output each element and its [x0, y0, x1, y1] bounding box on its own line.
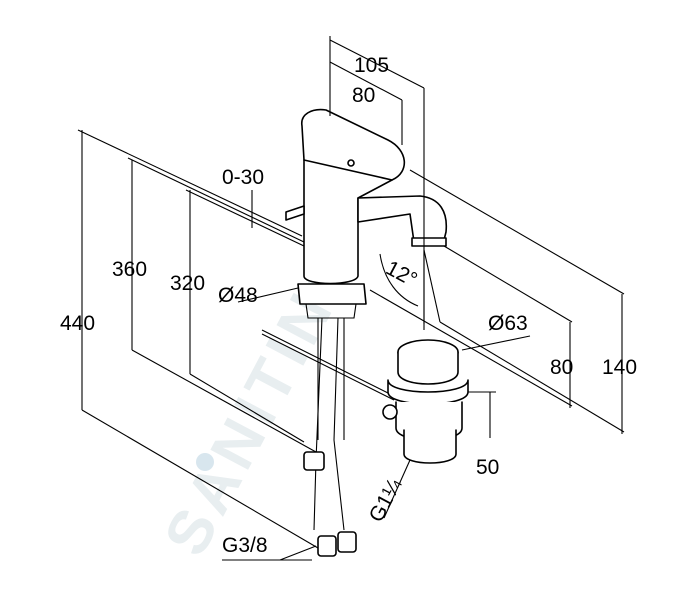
- label-105: 105: [354, 54, 389, 77]
- ext-line-80-right-bottom: [369, 289, 573, 407]
- label-12: 12°: [382, 256, 421, 291]
- hose-fitting-right-2: [337, 531, 357, 553]
- label-g38: G3/8: [222, 534, 268, 557]
- label-440: 440: [60, 312, 95, 335]
- label-80-top: 80: [352, 84, 375, 107]
- ext-line-440-bottom: [81, 409, 319, 549]
- dimension-lines: [77, 36, 625, 561]
- drain-body-upper: [397, 351, 459, 385]
- hose-fitting-right: [317, 535, 337, 557]
- dim-line-105: [329, 39, 425, 89]
- ext-line-440-top: [77, 129, 303, 237]
- pull-rod-2: [261, 333, 395, 401]
- dim-line-48: [237, 287, 299, 303]
- spout: [357, 195, 448, 243]
- body-column: [303, 159, 393, 285]
- label-360: 360: [112, 258, 147, 281]
- angle-arc-12: [379, 253, 419, 307]
- label-80-right: 80: [550, 356, 573, 379]
- label-140: 140: [602, 356, 637, 379]
- dim-line-80-top: [329, 61, 403, 101]
- label-50: 50: [476, 456, 499, 479]
- label-0-30: 0-30: [222, 166, 264, 189]
- ext-line-360-bottom: [131, 349, 317, 453]
- lever-screw: [347, 159, 355, 167]
- angle-line-12-b: [423, 249, 441, 323]
- ext-line-140-top: [409, 169, 625, 295]
- drain-tail: [403, 429, 457, 464]
- spout-aerator: [411, 237, 447, 247]
- ext-line-320-bottom: [189, 373, 305, 443]
- watermark-dot: [196, 453, 214, 471]
- label-63: Ø63: [488, 312, 528, 335]
- supply-hose-right: [333, 317, 345, 531]
- popup-rod-knob: [285, 205, 305, 221]
- label-48: Ø48: [218, 284, 258, 307]
- pull-rod: [261, 329, 395, 397]
- ext-line-320-top: [185, 189, 305, 247]
- leader-g38-arrow: [279, 545, 317, 561]
- drain-rod-pivot: [382, 404, 398, 420]
- drain-assembly: [382, 339, 469, 464]
- ext-line-80-right-top: [443, 245, 573, 323]
- mounting-base: [297, 283, 367, 305]
- hose-fitting-left: [303, 451, 325, 471]
- mounting-nut: [305, 303, 357, 319]
- dim-line-63: [461, 335, 531, 351]
- label-320: 320: [170, 272, 205, 295]
- ext-line-140-bottom: [439, 321, 625, 433]
- ext-line-360-top: [127, 157, 305, 243]
- leader-g114: [383, 459, 411, 519]
